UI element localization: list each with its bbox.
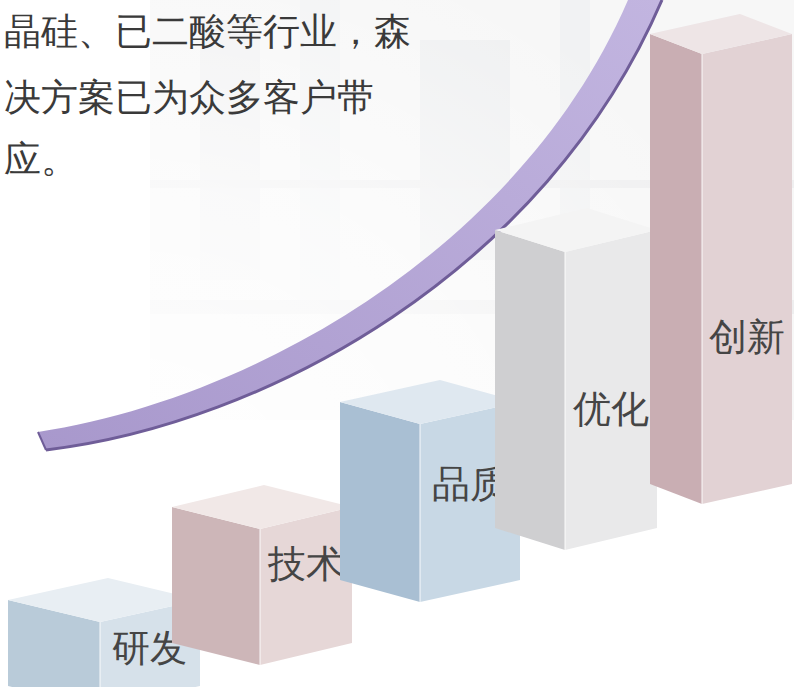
block-top-face xyxy=(340,380,520,424)
paragraph-line: 晶硅、已二酸等行业，森 xyxy=(4,10,411,54)
block-prism xyxy=(650,14,792,504)
block-prism xyxy=(495,208,657,550)
paragraph-line-box: 应。 xyxy=(4,138,78,182)
bar-block: 研发 xyxy=(8,578,200,687)
block-front-face xyxy=(172,507,260,665)
swoosh-tip xyxy=(38,432,46,450)
block-top-face xyxy=(650,14,792,54)
block-front-face xyxy=(340,402,420,602)
paragraph-line-box: 晶硅、已二酸等行业，森 xyxy=(4,10,411,54)
block-edge xyxy=(701,54,703,504)
block-side-face xyxy=(565,230,657,550)
block-label-box: 创新 xyxy=(709,317,785,359)
bar-block: 技术 xyxy=(172,485,352,665)
block-edge xyxy=(564,252,566,550)
block-edge xyxy=(419,424,421,602)
block-front-face xyxy=(650,34,702,504)
block-side-face xyxy=(260,507,352,665)
block-edge xyxy=(99,622,101,687)
paragraph-line-box: 决方案已为众多客户带 xyxy=(4,76,374,120)
block-label-box: 技术 xyxy=(268,544,344,586)
bar-block: 优化 xyxy=(495,208,657,550)
bar-block: 创新 xyxy=(650,14,792,504)
block-edge xyxy=(259,529,261,665)
block-label: 创新 xyxy=(709,317,785,359)
block-label: 优化 xyxy=(573,389,649,431)
paragraph-line: 应。 xyxy=(4,138,78,182)
block-top-face xyxy=(172,485,352,529)
block-label: 技术 xyxy=(268,544,344,586)
block-top-face xyxy=(8,578,200,622)
block-side-face xyxy=(702,34,792,504)
block-front-face xyxy=(495,230,565,550)
block-label-box: 优化 xyxy=(573,389,649,431)
block-top-face xyxy=(495,208,657,252)
paragraph-line: 决方案已为众多客户带 xyxy=(4,76,374,120)
bar-block: 品质 xyxy=(340,380,520,602)
